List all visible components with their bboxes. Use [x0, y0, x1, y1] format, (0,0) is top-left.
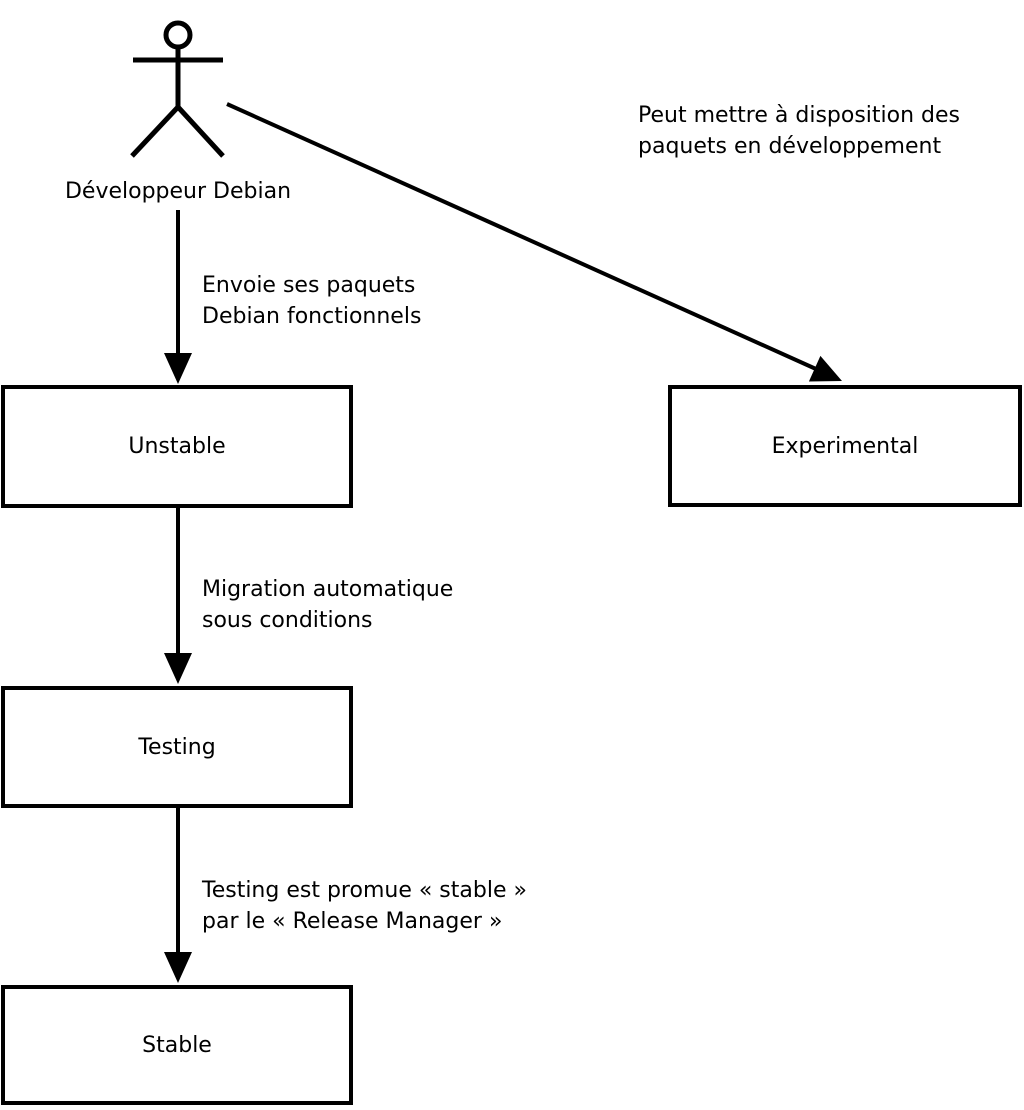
edge-label-line: Migration automatique: [202, 577, 454, 602]
edge-label-line: sous conditions: [202, 608, 373, 633]
edge-label-line: Debian fonctionnels: [202, 304, 422, 329]
arrow-testing-to-stable: [164, 808, 192, 983]
node-unstable: Unstable: [1, 385, 353, 508]
edge-label-actor-to-unstable: Envoie ses paquets Debian fonctionnels: [202, 270, 421, 332]
edge-label-line: par le « Release Manager »: [202, 909, 503, 934]
actor-leg-left: [130, 105, 180, 158]
actor-label: Développeur Debian: [64, 179, 292, 204]
arrow-unstable-to-testing: [164, 508, 192, 684]
arrowhead-down-icon: [164, 952, 192, 983]
node-label: Experimental: [771, 433, 919, 459]
edge-label-testing-to-stable: Testing est promue « stable » par le « R…: [202, 875, 527, 937]
node-testing: Testing: [1, 686, 353, 808]
node-label: Testing: [138, 734, 216, 760]
node-stable: Stable: [1, 985, 353, 1105]
actor-leg-right: [176, 105, 225, 158]
arrowhead-right-icon: [808, 355, 842, 382]
node-label: Unstable: [128, 434, 226, 459]
edge-label-line: Envoie ses paquets: [202, 273, 416, 298]
actor-head: [163, 20, 193, 50]
edge-label-line: Peut mettre à disposition des: [638, 103, 960, 128]
node-experimental: Experimental: [668, 385, 1022, 507]
edge-label-actor-to-experimental: Peut mettre à disposition des paquets en…: [638, 100, 960, 162]
edge-label-line: Testing est promue « stable »: [202, 878, 527, 903]
actor-figure: [130, 20, 225, 158]
node-label: Stable: [142, 1032, 212, 1058]
edge-label-line: paquets en développement: [638, 134, 942, 159]
arrowhead-down-icon: [164, 653, 192, 684]
arrow-actor-to-experimental: [226, 102, 842, 382]
arrow-actor-to-unstable: [164, 210, 192, 384]
edge-label-unstable-to-testing: Migration automatique sous conditions: [202, 574, 453, 636]
arrow-shaft: [226, 102, 817, 371]
arrowhead-down-icon: [164, 353, 192, 384]
